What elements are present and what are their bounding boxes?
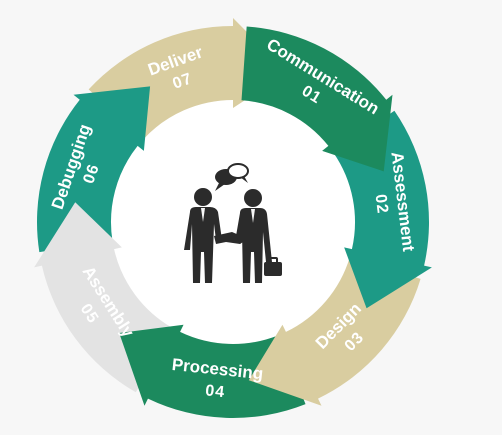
segment-number-deliver: 07: [170, 70, 194, 93]
segment-arrow-communication: [241, 26, 393, 172]
business-handshake-icon: [184, 163, 282, 283]
segment-arrow-debugging: [37, 86, 151, 253]
segment-number-assessment: 02: [372, 193, 391, 215]
cycle-segments: [34, 18, 432, 418]
speech-bubble-icon: [215, 163, 249, 191]
businessman-right-icon: [236, 189, 272, 283]
briefcase-icon: [264, 257, 282, 276]
segment-number-debugging: 06: [80, 162, 103, 186]
segment-arrow-processing: [119, 324, 306, 418]
ring-center: [111, 100, 355, 344]
segment-number-processing: 04: [204, 382, 225, 401]
businessman-left-icon: [184, 188, 222, 283]
